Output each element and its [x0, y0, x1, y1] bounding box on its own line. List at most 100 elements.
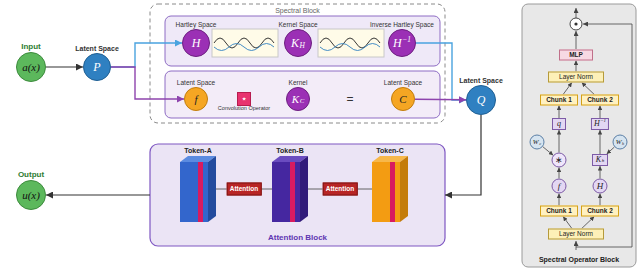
node-symbol: K	[291, 37, 299, 49]
output-wire	[576, 8, 577, 18]
token-slab-side	[300, 156, 308, 222]
node-heading: Latent Space	[177, 80, 215, 87]
connector	[46, 66, 83, 67]
connector	[46, 194, 150, 195]
node-symbol: W	[616, 139, 622, 146]
block-title: Spectral Block	[275, 7, 320, 14]
wave-curve	[214, 44, 274, 51]
node-heading: Latent Space	[459, 77, 503, 84]
node-heading: Latent Space	[75, 45, 119, 52]
weight-circle: Wc	[530, 135, 545, 150]
token-stripe	[198, 162, 203, 222]
node-heading: Kernel Space	[278, 22, 317, 29]
block-title: Spectral Operator Block	[539, 256, 619, 263]
chunk-box: Chunk 1	[540, 95, 578, 106]
query-box: q	[552, 118, 566, 130]
node-symbol: Chunk 2	[587, 97, 613, 104]
node-heading: Token-B	[276, 147, 303, 154]
token-slab	[272, 162, 300, 222]
subscript: H	[300, 42, 305, 49]
convolution-square: ⋆Convolution Operator	[237, 92, 251, 106]
hartley-band	[165, 16, 440, 66]
token-stripe	[290, 162, 295, 222]
connector	[600, 130, 601, 154]
wave-plot	[212, 29, 278, 57]
superscript: −1	[600, 119, 606, 124]
subscript: C	[300, 98, 305, 105]
token-slab	[372, 162, 400, 222]
latent-circle: Latent SpaceP	[83, 53, 111, 81]
connector	[582, 83, 595, 95]
operator-panel	[522, 4, 636, 267]
token-stripe	[390, 162, 395, 222]
connector	[600, 194, 601, 206]
chunk-box: Chunk 2	[581, 95, 619, 106]
node-heading: Hartley Space	[176, 22, 217, 29]
chunk-box: Chunk 2	[581, 206, 619, 217]
product-dot	[574, 22, 577, 25]
node-symbol: C	[399, 94, 406, 105]
connector	[563, 83, 572, 95]
node-heading: Input	[21, 43, 41, 51]
connector	[111, 43, 182, 67]
node-heading: Kernel	[289, 80, 308, 87]
attention-block: Attention BlockToken-AAttentionToken-BAt…	[150, 144, 445, 246]
input-wire	[576, 241, 577, 250]
spectral-block: Spectral BlockHartley SpaceHKernel Space…	[150, 4, 445, 123]
kernel-circle: Kernel SpaceKH	[284, 29, 312, 57]
node-symbol: W	[533, 139, 539, 146]
node-symbol: K	[596, 156, 601, 164]
inverse-hartley-box: H−1	[591, 118, 609, 130]
connector	[415, 98, 466, 100]
output-circle: Outputu(x)	[16, 180, 46, 210]
node-symbol: H	[393, 37, 402, 49]
node-symbol: MLP	[569, 52, 583, 59]
latent-circle: f	[552, 179, 567, 194]
connector	[563, 217, 572, 229]
operator-label: =	[346, 93, 353, 105]
connector	[111, 67, 184, 99]
node-symbol: Chunk 2	[587, 208, 613, 215]
node-caption: Convolution Operator	[218, 106, 270, 112]
connector	[576, 61, 577, 72]
wave-plot	[318, 29, 384, 57]
node-symbol: Q	[477, 94, 486, 106]
node-symbol: K	[292, 94, 299, 105]
weight-circle: Wh	[613, 135, 628, 150]
attention-box: Attention	[323, 183, 358, 196]
node-symbol: Layer Norm	[559, 231, 593, 238]
token-slab: Token-A	[180, 156, 216, 222]
node-symbol: f	[558, 182, 561, 191]
node-symbol: a(x)	[22, 62, 40, 73]
connector	[308, 189, 323, 190]
chunk-box: Chunk 1	[540, 206, 578, 217]
node-heading: Inverse Hartley Space	[370, 22, 434, 29]
attention-box: Attention	[227, 183, 262, 196]
node-heading: Token-C	[376, 147, 403, 154]
layer-norm-box: Layer Norm	[548, 72, 604, 83]
connector	[582, 217, 595, 229]
node-symbol: q	[557, 120, 561, 128]
node-symbol: H	[594, 120, 600, 128]
subscript: c	[539, 141, 541, 145]
connector	[261, 189, 272, 190]
node-symbol: ∗	[555, 156, 563, 165]
latent-circle: Latent Spacef	[184, 87, 208, 111]
node-symbol: ⋆	[241, 94, 247, 104]
attention-block-panel	[150, 144, 445, 246]
node-heading: Output	[18, 171, 44, 179]
hartley-circle: Hartley SpaceH	[182, 29, 210, 57]
wave-curve	[320, 44, 380, 51]
connector	[559, 130, 560, 153]
latent-circle: Latent SpaceQ	[466, 85, 496, 115]
convolution-circle: ∗	[552, 153, 567, 168]
kernel-box: Kh	[592, 154, 608, 166]
operator-panel: Spectral Operator BlockLayer NormChunk 1…	[522, 4, 636, 267]
connector	[357, 189, 372, 190]
hartley-circle: H	[593, 179, 608, 194]
superscript: −1	[402, 36, 411, 43]
token-slab-side	[208, 156, 216, 222]
node-heading: Latent Space	[384, 80, 422, 87]
